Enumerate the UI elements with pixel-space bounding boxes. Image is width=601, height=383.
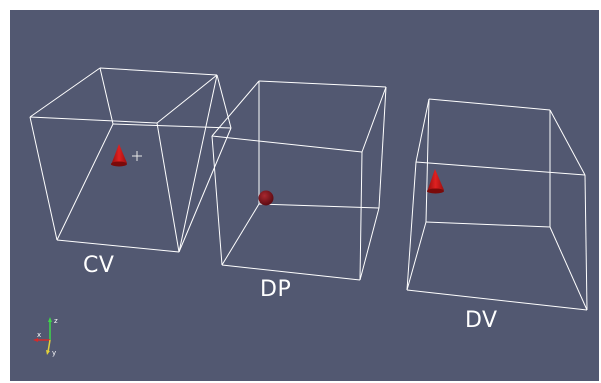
orientation-axes-icon: z x y [33,317,58,357]
cone-glyph-cv [111,144,127,167]
box-label-dv: DV [465,308,498,333]
box-label-dp: DP [260,277,292,302]
cone-glyph-dv [427,169,444,194]
cube-wireframe-dp [211,80,387,281]
box-label-cv: CV [83,253,115,278]
sphere-glyph-dp [258,190,274,206]
axis-label-x: x [37,331,41,339]
cube-wireframe-cv [29,67,232,253]
crosshair-cursor-icon [132,151,142,161]
cube-wireframe-dv [406,98,588,311]
axis-label-y: y [52,349,56,357]
scene-canvas: z x y [29,67,588,357]
render-viewport[interactable]: z x y CV DP DV [10,10,599,381]
axis-label-z: z [54,317,58,325]
